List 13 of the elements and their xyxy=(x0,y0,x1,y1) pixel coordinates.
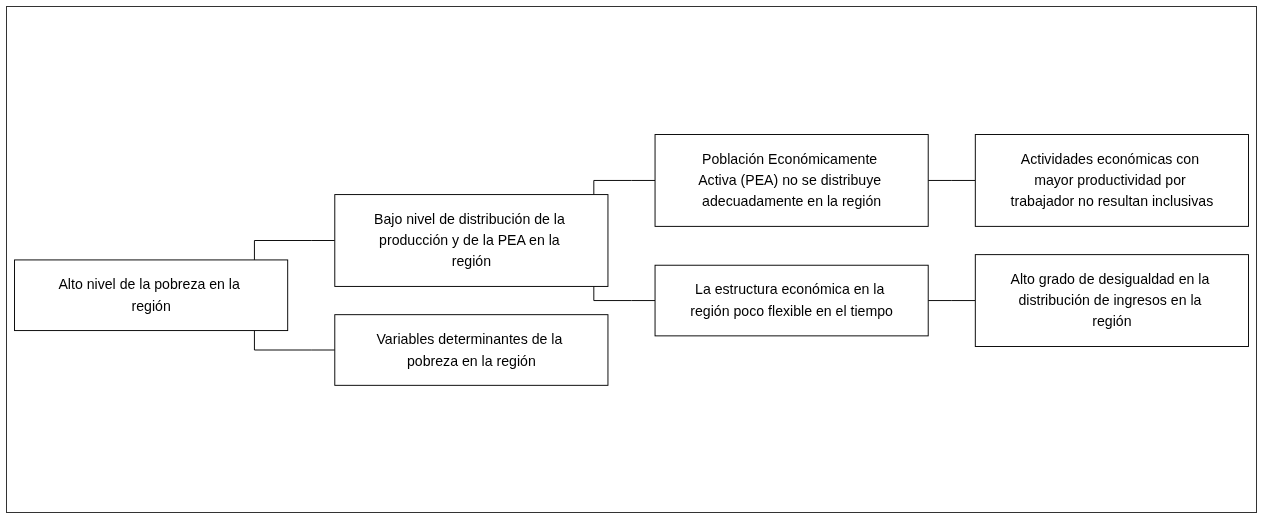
connector xyxy=(253,239,336,260)
connector xyxy=(253,329,336,351)
node-box: La estructura económica en la región poco flexible en el tiempo xyxy=(654,264,929,336)
connector xyxy=(927,299,976,301)
connector xyxy=(927,179,976,181)
node-box: Bajo nivel de distribución de la producción y de la PEA en la región xyxy=(334,193,609,287)
node-box: Alto grado de desigualdad en la distribución de ingresos en la región xyxy=(974,253,1249,347)
node-box: Variables determinantes de la pobreza en la región xyxy=(334,313,609,386)
connector xyxy=(593,179,656,195)
node-box: Población Económicamente Activa (PEA) no se distribuye adecuadamente en la región xyxy=(654,133,929,227)
connector xyxy=(593,285,656,301)
node-box: Alto nivel de la pobreza en la región xyxy=(14,259,289,331)
node-box: Actividades económicas con mayor productividad por trabajador no resultan inclusivas xyxy=(974,133,1249,227)
